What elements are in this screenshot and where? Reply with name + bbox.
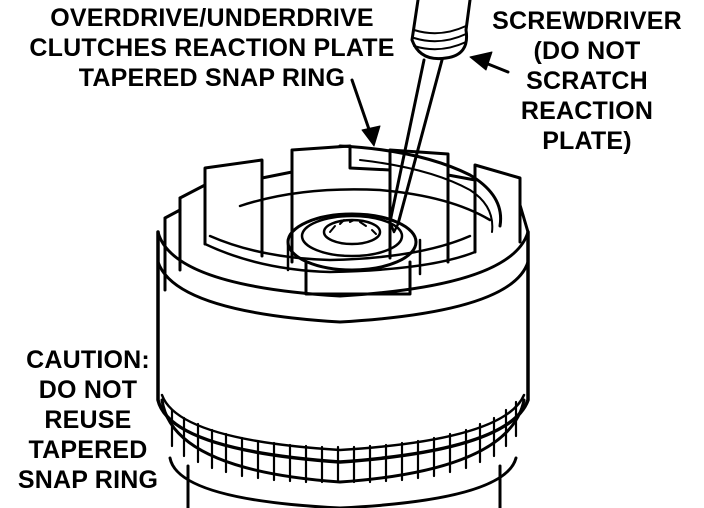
screwdriver (388, 0, 472, 234)
callout-line: OVERDRIVE/UNDERDRIVE (50, 4, 374, 32)
gear-teeth-ring (160, 398, 526, 508)
drum-top-rim (163, 144, 530, 292)
caution-line: TAPERED (28, 436, 148, 464)
callout-line: SCREWDRIVER (492, 7, 682, 35)
reaction-plate (208, 144, 503, 262)
clutch-drum (156, 230, 530, 464)
screwdriver-callout: SCREWDRIVER (DO NOT SCRATCH REACTION PLA… (474, 6, 700, 156)
callout-line: PLATE) (542, 127, 632, 155)
callout-line: REACTION (520, 97, 654, 125)
clutch-reaction-plate-callout: OVERDRIVE/UNDERDRIVE CLUTCHES REACTION P… (22, 3, 402, 93)
caution-line: DO NOT (38, 376, 138, 404)
caution-note: CAUTION: DO NOT REUSE TAPERED SNAP RING (4, 345, 172, 495)
center-hub (286, 212, 422, 296)
callout-line: CLUTCHES REACTION PLATE (29, 34, 395, 62)
caution-line: REUSE (44, 406, 132, 434)
callout-line: (DO NOT (533, 37, 641, 65)
caution-line: CAUTION: (26, 346, 150, 374)
callout-line: SCRATCH (526, 67, 648, 95)
callout-line: TAPERED SNAP RING (78, 64, 346, 92)
snap-ring-leader (350, 78, 381, 147)
caution-line: SNAP RING (17, 466, 159, 494)
screwdriver-arrow (469, 51, 510, 74)
